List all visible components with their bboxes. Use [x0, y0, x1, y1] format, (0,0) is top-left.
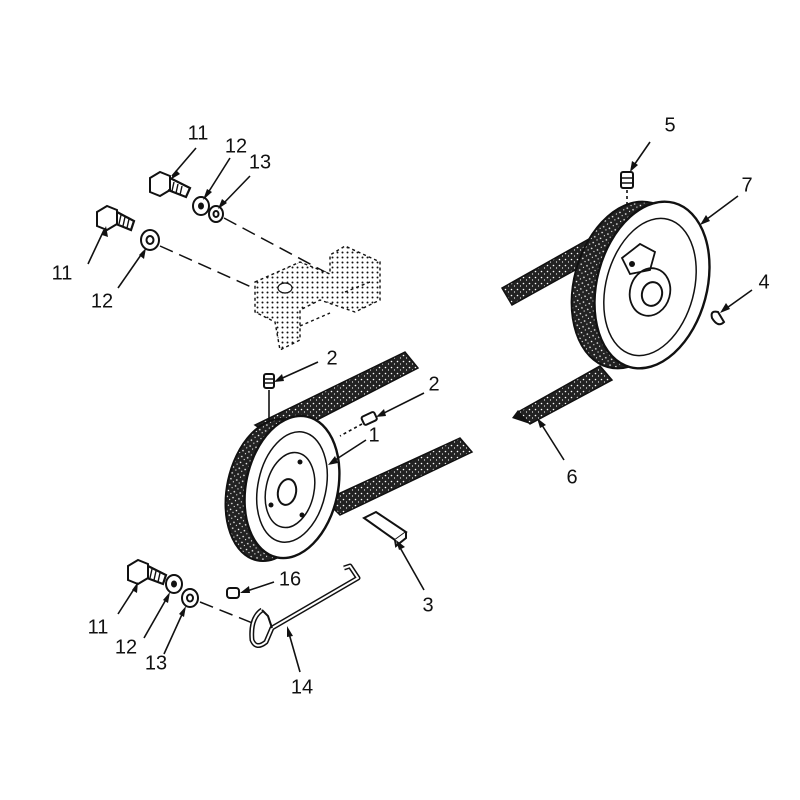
washer-12-middle — [140, 229, 160, 251]
key-3 — [362, 510, 408, 548]
woodruff-key-4 — [710, 310, 726, 326]
washer-13-upper — [208, 205, 224, 223]
pulley-1 — [224, 414, 341, 563]
bolt-11-upper — [149, 170, 192, 199]
callout-11-middle: 11 — [52, 262, 73, 284]
callout-12-upper: 12 — [225, 135, 247, 157]
callout-2-side: 2 — [428, 373, 439, 395]
bolt-11-lower — [127, 558, 168, 586]
set-screw-2-top — [263, 373, 275, 420]
callout-12-middle: 12 — [91, 290, 113, 312]
pin-16 — [226, 587, 240, 599]
washer-12-lower — [165, 574, 183, 594]
set-screw-5 — [620, 171, 634, 208]
callout-16: 16 — [279, 568, 301, 590]
dash-line-lower — [199, 601, 256, 625]
callout-5: 5 — [664, 114, 675, 136]
bolt-11-middle — [96, 204, 136, 232]
callout-11-lower: 11 — [88, 616, 109, 638]
set-screw-2-side — [339, 411, 378, 437]
pulley-7 — [570, 200, 711, 370]
callout-6: 6 — [566, 466, 577, 488]
callout-13-lower: 13 — [145, 652, 167, 674]
callout-7: 7 — [741, 174, 752, 196]
washer-12-upper — [192, 196, 210, 216]
callout-2-top: 2 — [326, 347, 337, 369]
washer-13-lower — [181, 588, 199, 608]
mounting-bracket — [254, 245, 381, 352]
callout-1: 1 — [368, 424, 379, 446]
callout-4: 4 — [758, 271, 769, 293]
leader-lines — [87, 141, 753, 673]
dash-line-upper — [223, 217, 341, 281]
callout-11-upper: 11 — [188, 122, 209, 144]
callout-14: 14 — [291, 676, 313, 698]
callout-3: 3 — [422, 594, 433, 616]
callout-13-upper: 13 — [249, 151, 271, 173]
rod-14 — [249, 563, 361, 648]
callout-labels: 11 12 13 11 12 2 2 1 3 4 5 6 7 16 11 12 … — [52, 114, 770, 698]
callout-12-lower: 12 — [115, 636, 137, 658]
